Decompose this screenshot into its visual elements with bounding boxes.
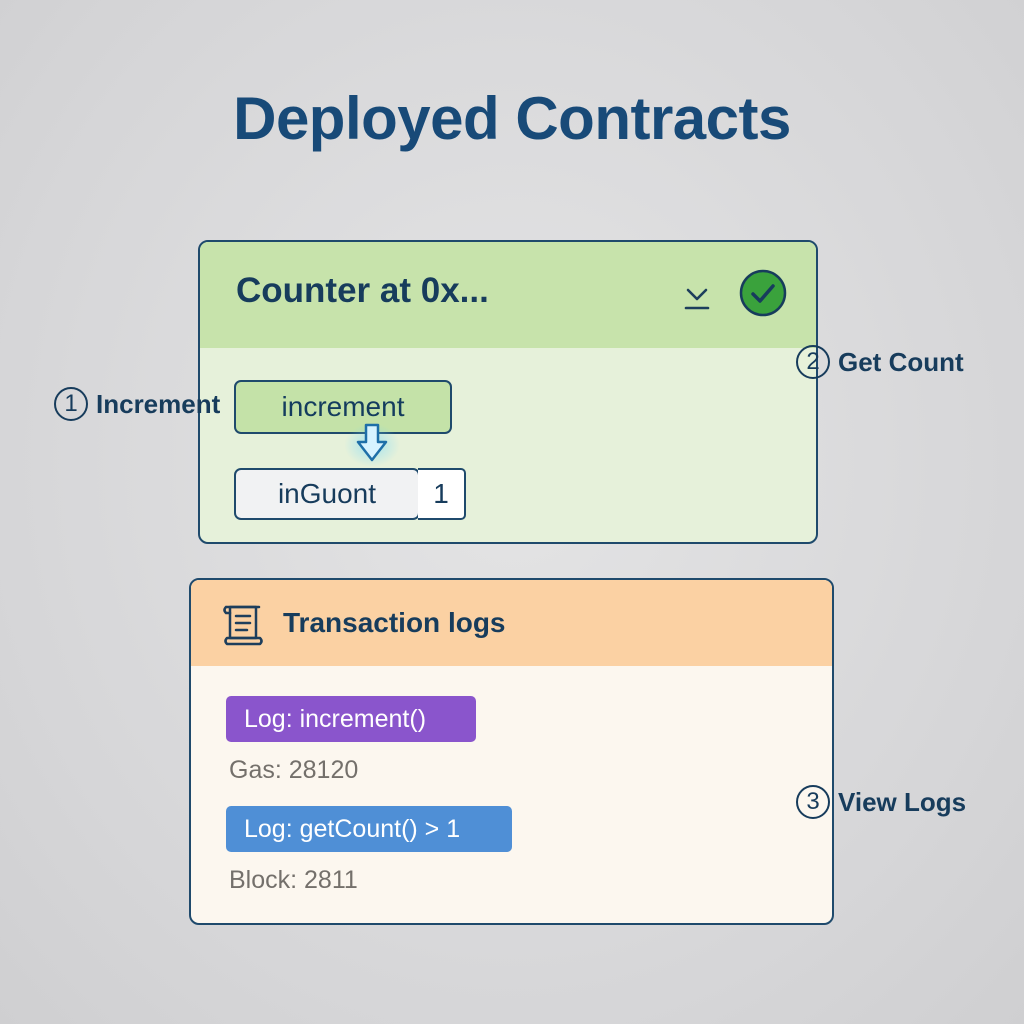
log-entry-badge[interactable]: Log: increment()	[226, 696, 476, 742]
logs-header: Transaction logs	[191, 580, 832, 666]
arrow-down-icon	[356, 423, 388, 462]
callout-get-count: 2 Get Count	[796, 345, 964, 379]
transaction-logs-card: Transaction logs Log: increment() Gas: 2…	[189, 578, 834, 925]
count-value: 1	[418, 468, 466, 520]
callout-view-logs: 3 View Logs	[796, 785, 966, 819]
log-entry-detail: Gas: 28120	[229, 756, 359, 784]
callout-label: View Logs	[838, 786, 967, 817]
contract-header[interactable]: Counter at 0x...	[200, 242, 816, 348]
page-title: Deployed Contracts	[233, 85, 791, 152]
chevron-down-icon[interactable]	[683, 282, 711, 312]
contract-title: Counter at 0x...	[236, 271, 489, 310]
logs-title: Transaction logs	[283, 607, 506, 638]
callout-number: 2	[796, 345, 830, 379]
scroll-icon	[223, 605, 263, 646]
callout-label: Get Count	[838, 346, 964, 377]
callout-label: Increment	[96, 388, 221, 419]
callout-increment: 1 Increment	[54, 387, 220, 421]
log-entry-badge[interactable]: Log: getCount() > 1	[226, 806, 512, 852]
log-entry-detail: Block: 2811	[229, 866, 358, 894]
callout-number: 1	[54, 387, 88, 421]
callout-number: 3	[796, 785, 830, 819]
check-circle-icon	[739, 269, 787, 317]
increment-button[interactable]: increment	[234, 380, 452, 434]
get-count-button[interactable]: inGuont	[234, 468, 420, 520]
